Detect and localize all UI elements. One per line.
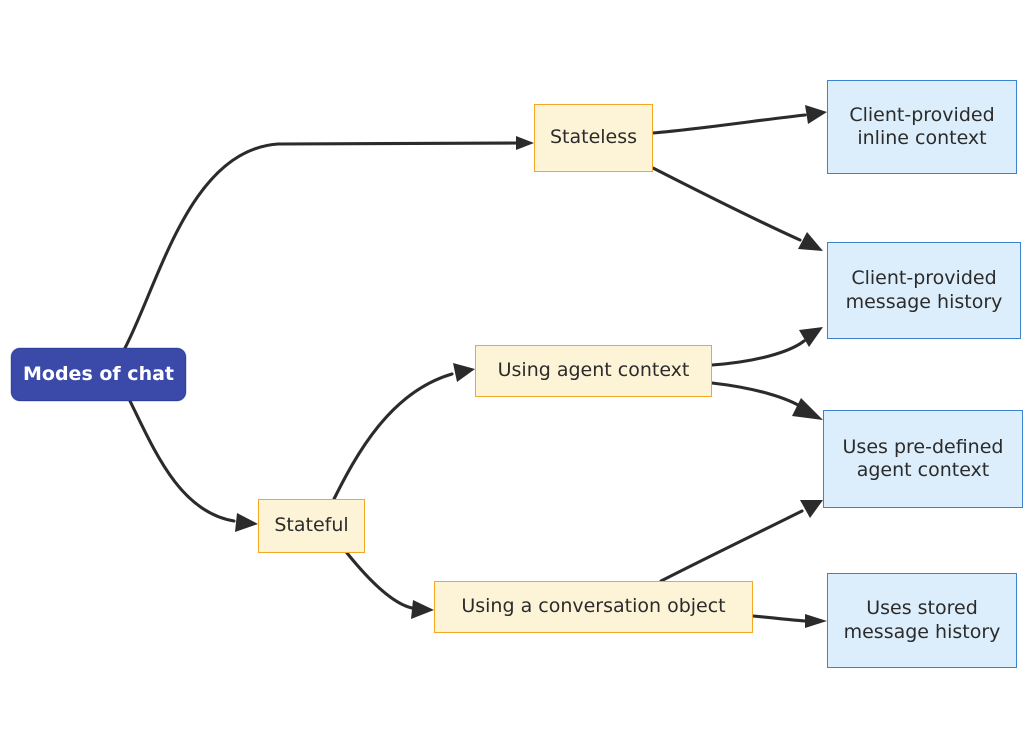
edge-conversation-predefined xyxy=(659,500,823,583)
edge-stateful-agent-context xyxy=(332,363,475,501)
node-uses-stored-message-history[interactable]: Uses stored message history xyxy=(827,573,1017,668)
edge-conversation-stored-history xyxy=(751,614,827,628)
node-using-agent-context[interactable]: Using agent context xyxy=(475,345,712,397)
node-using-a-conversation-object[interactable]: Using a conversation object xyxy=(434,581,753,633)
edge-agent-context-msg-history xyxy=(710,327,823,367)
edge-modes-stateful xyxy=(128,399,258,532)
node-stateless[interactable]: Stateless xyxy=(534,104,653,172)
edge-agent-context-predefined xyxy=(710,381,823,420)
edge-stateless-msg-history xyxy=(651,166,823,251)
node-uses-pre-defined-agent-context[interactable]: Uses pre-defined agent context xyxy=(823,410,1023,508)
node-modes-of-chat[interactable]: Modes of chat xyxy=(11,348,186,401)
edge-modes-stateless xyxy=(123,136,534,350)
edge-stateful-conversation-object xyxy=(345,551,434,619)
node-client-provided-message-history[interactable]: Client-provided message history xyxy=(827,242,1021,339)
edge-stateless-inline xyxy=(651,105,827,135)
node-stateful[interactable]: Stateful xyxy=(258,499,365,553)
node-client-provided-inline-context[interactable]: Client-provided inline context xyxy=(827,80,1017,174)
